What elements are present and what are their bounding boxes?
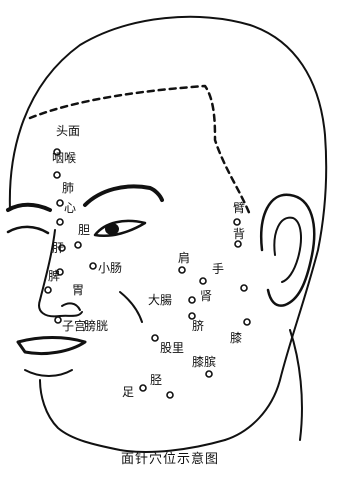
point-marker bbox=[179, 267, 185, 273]
label-qi: 脐 bbox=[192, 318, 204, 333]
point-marker bbox=[75, 242, 81, 248]
nostril bbox=[62, 303, 80, 310]
point-marker bbox=[90, 263, 96, 269]
label-dachang: 大腸 bbox=[148, 293, 172, 307]
head-outline bbox=[10, 17, 326, 440]
label-jing: 胫 bbox=[150, 373, 162, 387]
point-marker bbox=[57, 200, 63, 206]
point-marker bbox=[152, 335, 158, 341]
label-shen: 肾 bbox=[200, 289, 212, 303]
ear-inner bbox=[274, 218, 301, 282]
point-marker bbox=[140, 385, 146, 391]
label-xin: 心 bbox=[64, 201, 76, 215]
mouth bbox=[18, 338, 85, 354]
label-gan: 肝 bbox=[52, 241, 64, 255]
point-marker bbox=[200, 278, 206, 284]
label-zu: 足 bbox=[122, 385, 134, 399]
point-marker bbox=[206, 371, 212, 377]
label-bei: 背 bbox=[233, 227, 245, 241]
point-marker bbox=[55, 317, 61, 323]
point-marker bbox=[54, 172, 60, 178]
label-xibin: 膝膑 bbox=[192, 354, 216, 369]
label-fei: 肺 bbox=[62, 181, 74, 195]
label-guli: 股里 bbox=[160, 341, 184, 355]
figure-caption: 面针穴位示意图 bbox=[0, 448, 340, 467]
label-yanhou: 咽喉 bbox=[52, 151, 76, 165]
label-jian: 肩 bbox=[178, 250, 190, 265]
cheek-line bbox=[120, 292, 142, 322]
point-marker bbox=[244, 319, 250, 325]
eyebrow-left bbox=[8, 205, 50, 210]
label-wei: 胃 bbox=[72, 283, 84, 297]
label-zigong: 子宫 bbox=[62, 318, 86, 333]
eyebrow bbox=[85, 186, 162, 205]
label-toumian: 头面 bbox=[56, 124, 80, 138]
point-marker bbox=[235, 241, 241, 247]
label-shou: 手 bbox=[212, 262, 224, 276]
eye-left bbox=[8, 227, 48, 233]
label-bi: 臂 bbox=[233, 201, 245, 215]
point-marker bbox=[45, 287, 51, 293]
label-pangguang: 膀胱 bbox=[84, 318, 108, 333]
point-marker bbox=[57, 219, 63, 225]
neck-line bbox=[290, 330, 302, 440]
label-pi: 脾 bbox=[48, 268, 60, 283]
label-xi: 膝 bbox=[230, 331, 242, 345]
iris bbox=[106, 224, 118, 234]
point-marker bbox=[189, 297, 195, 303]
label-xiaochang: 小肠 bbox=[98, 261, 122, 275]
point-marker bbox=[234, 219, 240, 225]
point-marker bbox=[241, 285, 247, 291]
point-marker bbox=[167, 392, 173, 398]
eye bbox=[95, 221, 145, 236]
lower-lip bbox=[25, 370, 72, 376]
label-dan: 胆 bbox=[78, 223, 90, 237]
